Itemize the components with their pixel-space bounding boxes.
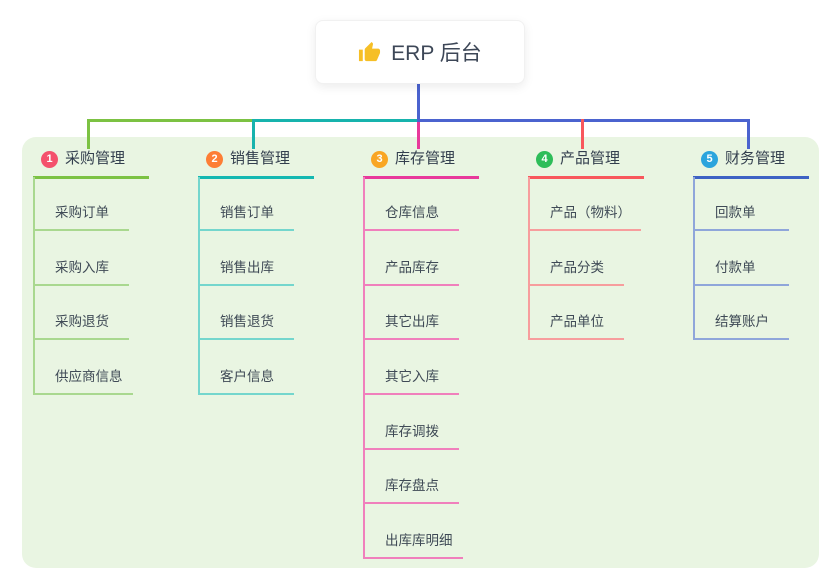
child-node[interactable]: 产品库存 [363, 258, 459, 286]
number-badge: 4 [536, 150, 553, 168]
connector-horizontal-teal [252, 119, 418, 122]
branch-spine-line [528, 177, 530, 340]
connector-drop-product [581, 119, 584, 149]
child-node[interactable]: 付款单 [693, 258, 789, 286]
child-node[interactable]: 产品单位 [528, 312, 624, 340]
branch-header-product[interactable]: 4 产品管理 [528, 146, 644, 179]
thumbs-up-icon [358, 41, 381, 64]
root-node[interactable]: ERP 后台 [315, 20, 525, 84]
child-node[interactable]: 销售退货 [198, 312, 294, 340]
branch-header-sales[interactable]: 2 销售管理 [198, 146, 314, 179]
child-node[interactable]: 其它出库 [363, 312, 459, 340]
branch-label: 产品管理 [560, 150, 621, 167]
child-node[interactable]: 销售订单 [198, 203, 294, 231]
child-node[interactable]: 采购订单 [33, 203, 129, 231]
connector-drop-inventory [417, 122, 420, 149]
mindmap-panel [22, 137, 819, 568]
branch-finance: 5 财务管理 回款单 付款单 结算账户 [693, 146, 839, 566]
number-badge: 5 [701, 150, 718, 168]
child-node[interactable]: 结算账户 [693, 312, 789, 340]
branch-spine-line [363, 177, 365, 559]
branch-label: 销售管理 [230, 150, 291, 167]
child-node[interactable]: 采购退货 [33, 312, 129, 340]
child-node[interactable]: 销售出库 [198, 258, 294, 286]
child-node[interactable]: 出库库明细 [363, 531, 463, 559]
connector-drop-sales [252, 119, 255, 149]
branch-spine-line [33, 177, 35, 395]
branch-header-finance[interactable]: 5 财务管理 [693, 146, 809, 179]
branch-purchase: 1 采购管理 采购订单 采购入库 采购退货 供应商信息 [33, 146, 193, 566]
child-node[interactable]: 库存盘点 [363, 476, 459, 504]
child-node[interactable]: 供应商信息 [33, 367, 133, 395]
number-badge: 1 [41, 150, 58, 168]
branch-product: 4 产品管理 产品（物料） 产品分类 产品单位 [528, 146, 688, 566]
number-badge: 3 [371, 150, 388, 168]
branch-header-inventory[interactable]: 3 库存管理 [363, 146, 479, 179]
branch-sales: 2 销售管理 销售订单 销售出库 销售退货 客户信息 [198, 146, 358, 566]
root-node-label: ERP 后台 [391, 42, 482, 65]
connector-horizontal-green [87, 119, 254, 122]
connector-drop-finance [747, 119, 750, 149]
child-node[interactable]: 回款单 [693, 203, 789, 231]
connector-drop-purchase [87, 119, 90, 149]
branch-spine-line [198, 177, 200, 395]
child-node[interactable]: 库存调拨 [363, 422, 459, 450]
branch-label: 财务管理 [725, 150, 786, 167]
child-node[interactable]: 产品（物料） [528, 203, 641, 231]
branch-label: 采购管理 [65, 150, 126, 167]
branch-label: 库存管理 [395, 150, 456, 167]
child-node[interactable]: 采购入库 [33, 258, 129, 286]
connector-root-drop-line [417, 82, 420, 120]
child-node[interactable]: 仓库信息 [363, 203, 459, 231]
child-node[interactable]: 其它入库 [363, 367, 459, 395]
branch-header-purchase[interactable]: 1 采购管理 [33, 146, 149, 179]
child-node[interactable]: 产品分类 [528, 258, 624, 286]
child-node[interactable]: 客户信息 [198, 367, 294, 395]
branch-inventory: 3 库存管理 仓库信息 产品库存 其它出库 其它入库 库存调拨 库存盘点 出库库… [363, 146, 523, 566]
number-badge: 2 [206, 150, 223, 168]
branch-spine-line [693, 177, 695, 340]
